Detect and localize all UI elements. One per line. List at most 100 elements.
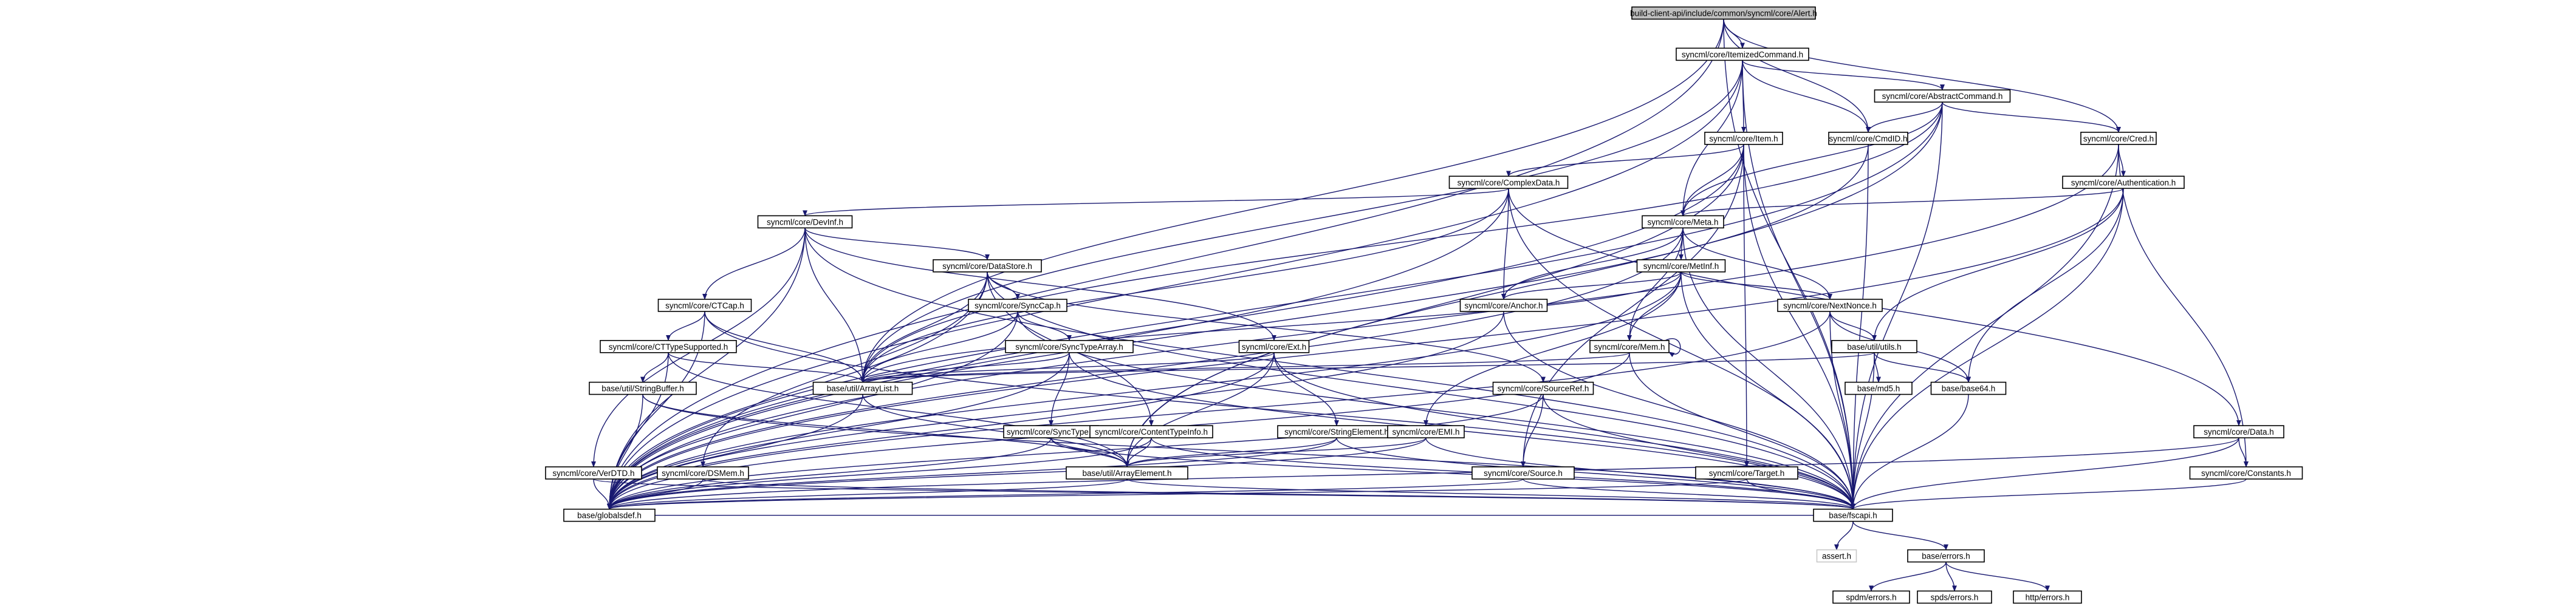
edge-mem-to-fscapi: [1629, 352, 1855, 510]
node-box-ext: [1238, 339, 1310, 353]
node-label-synccap: syncml/core/SyncCap.h: [975, 301, 1061, 310]
node-box-item: [1704, 132, 1783, 145]
edge-datastore-to-arraylist: [860, 271, 988, 383]
edge-ctcap-to-cttypesupported: [666, 311, 705, 341]
node-constants[interactable]: syncml/core/Constants.h: [2189, 466, 2303, 480]
node-label-target: syncml/core/Target.h: [1709, 469, 1785, 478]
node-dsmem[interactable]: syncml/core/DSMem.h: [657, 466, 749, 480]
node-box-errors: [1907, 549, 1985, 563]
node-box-fscapi: [1813, 508, 1893, 522]
node-box-ctcap: [657, 299, 752, 312]
node-box-md5: [1845, 381, 1913, 395]
node-fscapi[interactable]: base/fscapi.h: [1813, 508, 1893, 522]
node-label-cttypesupported: syncml/core/CTTypeSupported.h: [609, 342, 728, 352]
edge-itemized-to-globaldef: [607, 60, 1743, 510]
node-cmdid[interactable]: syncml/core/CmdID.h: [1828, 132, 1908, 145]
node-sourceref[interactable]: syncml/core/SourceRef.h: [1492, 381, 1594, 395]
node-data[interactable]: syncml/core/Data.h: [2193, 425, 2284, 438]
node-target[interactable]: syncml/core/Target.h: [1695, 466, 1798, 480]
edge-complexdata-to-anchor: [1501, 188, 1509, 300]
node-ctcap[interactable]: syncml/core/CTCap.h: [657, 299, 752, 312]
node-synccap[interactable]: syncml/core/SyncCap.h: [968, 299, 1067, 312]
node-authentication[interactable]: syncml/core/Authentication.h: [2062, 175, 2185, 189]
node-label-anchor: syncml/core/Anchor.h: [1464, 301, 1543, 310]
edge-sourceref-to-globaldef: [607, 394, 1544, 510]
node-complexdata[interactable]: syncml/core/ComplexData.h: [1448, 175, 1569, 189]
edge-target-to-globaldef: [607, 478, 1747, 510]
node-errors[interactable]: base/errors.h: [1907, 549, 1985, 563]
node-globaldef[interactable]: base/globalsdef.h: [563, 508, 656, 522]
edge-anchor-to-fscapi: [1503, 311, 1855, 510]
edge-constants-to-fscapi: [1851, 478, 2247, 510]
node-abstract[interactable]: syncml/core/AbstractCommand.h: [1874, 89, 2011, 103]
node-source[interactable]: syncml/core/Source.h: [1471, 466, 1575, 480]
edge-abstract-to-arraylist: [860, 102, 1943, 383]
edge-data-to-fscapi: [1851, 438, 2239, 510]
node-synctype[interactable]: syncml/core/SyncType.h: [1003, 425, 1099, 438]
edge-errors-to-httperrors: [1945, 562, 2050, 592]
node-httperrors[interactable]: http/errors.h: [2013, 590, 2082, 604]
edge-itemized-to-abstract: [1742, 60, 1945, 91]
edge-complexdata-to-arraylist: [860, 188, 1509, 383]
node-label-datastore: syncml/core/DataStore.h: [942, 262, 1032, 271]
node-arrayelement[interactable]: base/util/ArrayElement.h: [1066, 466, 1188, 480]
node-stringbuffer[interactable]: base/util/StringBuffer.h: [589, 381, 697, 395]
node-verdtd[interactable]: syncml/core/VerDTD.h: [545, 466, 642, 480]
node-item[interactable]: syncml/core/Item.h: [1704, 132, 1783, 145]
node-alert[interactable]: build-client-api/include/common/syncml/c…: [1630, 6, 1817, 20]
node-box-verdtd: [545, 466, 642, 480]
node-contenttypeinfo[interactable]: syncml/core/ContentTypeInfo.h: [1089, 425, 1213, 438]
edge-item-to-fscapi: [1743, 144, 1855, 510]
node-box-datastore: [933, 259, 1042, 273]
node-arraylist[interactable]: base/util/ArrayList.h: [812, 381, 913, 395]
node-metinf[interactable]: syncml/core/MetInf.h: [1636, 259, 1726, 273]
node-label-errors: base/errors.h: [1922, 552, 1970, 561]
node-label-constants: syncml/core/Constants.h: [2201, 469, 2291, 478]
node-cred[interactable]: syncml/core/Cred.h: [2080, 132, 2157, 145]
node-devinf[interactable]: syncml/core/DevInf.h: [757, 215, 853, 229]
edge-abstract-to-cred: [1942, 101, 2121, 133]
edge-stringelement-to-fscapi: [1336, 437, 1855, 510]
node-box-emi: [1387, 425, 1465, 438]
node-mem[interactable]: syncml/core/Mem.h: [1589, 339, 1670, 353]
node-stringelement[interactable]: syncml/core/StringElement.h: [1277, 425, 1396, 438]
edge-verdtd-to-globaldef: [593, 478, 612, 510]
edge-authentication-to-globaldef: [607, 188, 2124, 510]
node-anchor[interactable]: syncml/core/Anchor.h: [1459, 299, 1548, 312]
node-box-anchor: [1459, 299, 1548, 312]
edge-authentication-to-meta: [1680, 188, 2124, 217]
node-itemized[interactable]: syncml/core/ItemizedCommand.h: [1676, 47, 1809, 61]
edge-synctype-to-fscapi: [1050, 437, 1855, 510]
node-utils[interactable]: base/util/utils.h: [1831, 339, 1917, 353]
edge-nextnonce-to-fscapi: [1829, 311, 1855, 510]
node-label-httperrors: http/errors.h: [2026, 593, 2070, 602]
node-ext[interactable]: syncml/core/Ext.h: [1238, 339, 1310, 353]
edge-itemized-to-fscapi: [1742, 60, 1855, 510]
edge-alert-to-cred: [1723, 19, 2121, 133]
edge-stringelement-to-arrayelement: [1125, 437, 1337, 467]
node-emi[interactable]: syncml/core/EMI.h: [1387, 425, 1465, 438]
edge-mem-to-mem: [1665, 338, 1681, 358]
node-md5[interactable]: base/md5.h: [1845, 381, 1913, 395]
node-cttypesupported[interactable]: syncml/core/CTTypeSupported.h: [600, 339, 737, 353]
node-datastore[interactable]: syncml/core/DataStore.h: [933, 259, 1042, 273]
edge-devinf-to-datastore: [804, 228, 990, 260]
edge-cmdid-to-fscapi: [1851, 144, 1869, 510]
node-spdmerrors[interactable]: spdm/errors.h: [1832, 590, 1910, 604]
node-meta[interactable]: syncml/core/Meta.h: [1642, 215, 1724, 229]
node-label-complexdata: syncml/core/ComplexData.h: [1458, 178, 1560, 187]
edge-contenttypeinfo-to-globaldef: [607, 437, 1152, 510]
node-box-metinf: [1636, 259, 1726, 273]
node-assert[interactable]: assert.h: [1816, 549, 1857, 563]
edge-devinf-to-ctcap: [702, 228, 806, 300]
node-synctypearray[interactable]: syncml/core/SyncTypeArray.h: [1005, 339, 1134, 353]
node-box-spdserrors: [1917, 590, 1992, 604]
node-label-synctype: syncml/core/SyncType.h: [1007, 427, 1095, 437]
edge-abstract-to-fscapi: [1851, 102, 1943, 510]
node-box-itemized: [1676, 47, 1809, 61]
node-box-mem: [1589, 339, 1670, 353]
node-spdserrors[interactable]: spds/errors.h: [1917, 590, 1992, 604]
node-nextnonce[interactable]: syncml/core/NextNonce.h: [1777, 299, 1883, 312]
node-base64[interactable]: base/base64.h: [1930, 381, 2007, 395]
node-box-globaldef: [563, 508, 656, 522]
